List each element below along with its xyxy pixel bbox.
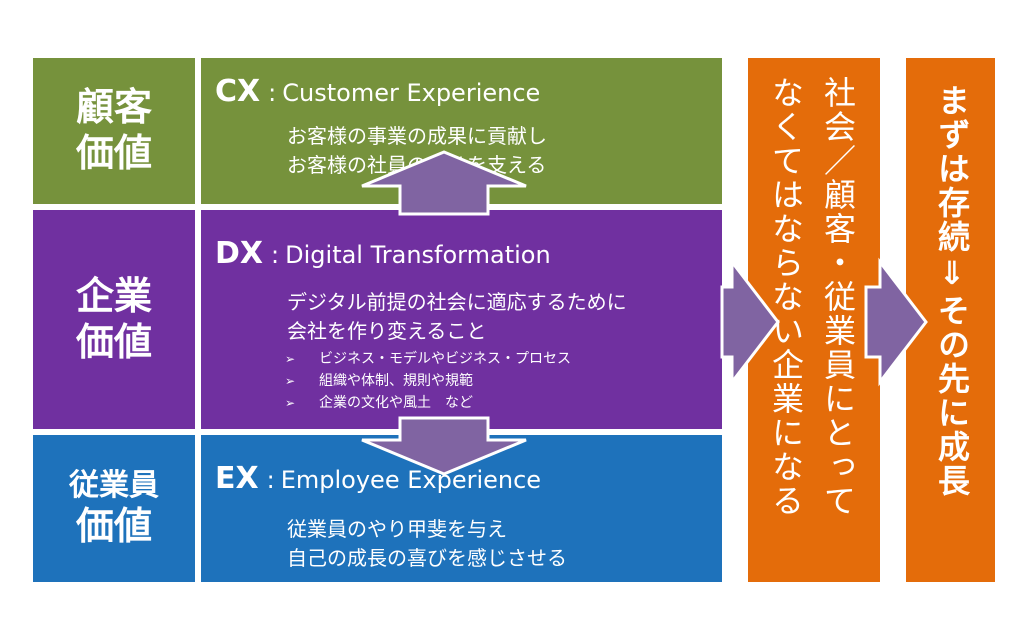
customer-value-label: 顧客 価値 [30,55,198,207]
ex-heading: EX:Employee Experience [215,461,541,496]
dx-bullet-text: ビジネス・モデルやビジネス・プロセス [319,351,571,367]
right-arrow-to-survival [864,257,928,387]
employee-value-line2: 価値 [75,503,152,548]
ex-description: 従業員のやり甲斐を与え 自己の成長の喜びを感じさせる [287,515,567,573]
ex-colon: : [266,466,275,494]
up-arrow [361,150,527,216]
down-arrow [361,416,527,476]
dx-description-line1: デジタル前提の社会に適応するために [287,290,627,314]
employee-value-label: 従業員 価値 [30,432,198,585]
dx-full-name: Digital Transformation [285,241,551,269]
customer-value-line2: 価値 [75,131,152,175]
society-text: 社会／顧客・従業員にとって なくてはならない企業になる [760,76,864,518]
cx-heading: CX:Customer Experience [215,74,540,109]
ex-description-line1: 従業員のやり甲斐を与え [287,517,507,541]
dx-heading: DX:Digital Transformation [215,236,551,271]
ex-abbr: EX [215,461,259,496]
dx-abbr: DX [215,236,264,271]
dx-description-line2: 会社を作り変えること [287,319,487,343]
bullet-arrow-icon: ➢ [285,352,296,366]
dx-colon: : [271,241,280,269]
ex-full-name: Employee Experience [280,466,542,494]
dx-bullet-item: ➢ 企業の文化や風土 など [285,392,571,414]
corporate-value-label: 企業 価値 [30,207,198,432]
dx-bullet-item: ➢ 組織や体制、規則や規範 [285,370,571,392]
dx-description: デジタル前提の社会に適応するために 会社を作り変えること [287,288,627,346]
cx-full-name: Customer Experience [282,79,541,107]
customer-value-line1: 顧客 [75,85,152,130]
corporate-value-line2: 価値 [75,319,152,364]
survival-text: まずは存続⇓その先に成長 [933,84,971,498]
cx-abbr: CX [215,74,261,109]
society-text-line1: 社会／顧客・従業員にとって [819,76,857,518]
cx-description-line1: お客様の事業の成果に貢献し [287,124,547,148]
bullet-arrow-icon: ➢ [285,396,296,410]
cx-colon: : [268,79,277,107]
corporate-value-line1: 企業 [75,273,152,318]
dx-bullet-item: ➢ ビジネス・モデルやビジネス・プロセス [285,348,571,370]
dx-box: DX:Digital Transformation デジタル前提の社会に適応する… [198,207,725,432]
right-arrow-to-society [720,257,780,387]
society-text-line2: なくてはならない企業になる [767,76,805,518]
ex-description-line2: 自己の成長の喜びを感じさせる [287,546,567,570]
dx-bullet-text: 組織や体制、規則や規範 [319,373,473,389]
employee-value-line1: 従業員 [69,467,159,503]
bullet-arrow-icon: ➢ [285,374,296,388]
dx-bullet-list: ➢ ビジネス・モデルやビジネス・プロセス ➢ 組織や体制、規則や規範 ➢ 企業の文化や… [285,348,571,414]
dx-bullet-text: 企業の文化や風土 など [319,395,473,411]
